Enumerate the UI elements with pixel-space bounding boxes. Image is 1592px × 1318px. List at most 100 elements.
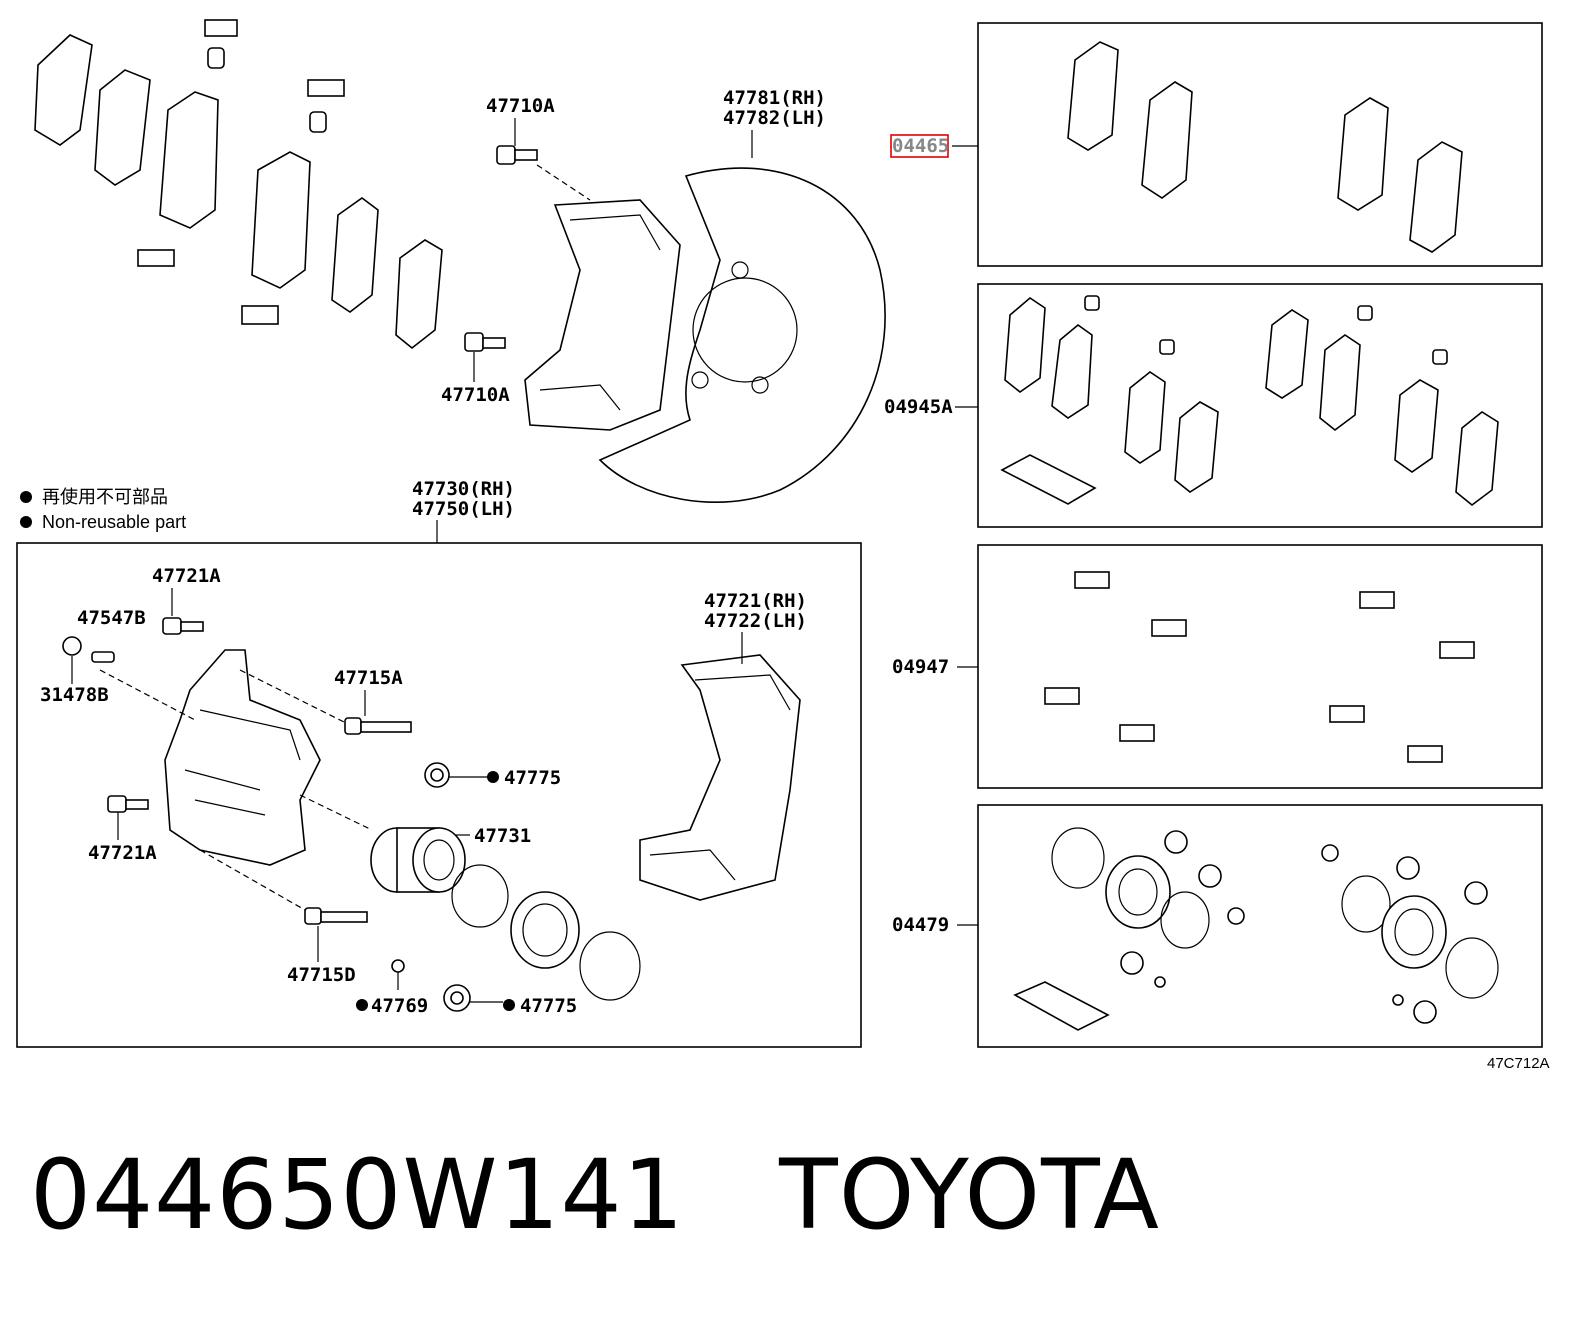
leader-pin-a [239,669,351,726]
kit-box-04465 [977,22,1543,267]
kit-04945a-shim-3 [1124,371,1166,464]
legend-text-jp: 再使用不可部品 [42,487,168,507]
highlight-04465 [890,134,949,158]
kit-04479-boot-1 [1105,855,1171,929]
figure-code: 47C712A [1487,1055,1550,1072]
kit-04479-boot-2 [1381,895,1447,969]
kit-04945a-shim-7 [1394,379,1439,473]
kit-04947-clip-7 [1329,705,1365,723]
caliper-carrier-upper [524,199,681,431]
dust-cover-bolt-hole-2 [691,371,709,389]
label-47750: 47750(LH) [412,498,515,520]
kit-04479-boot-2-inner [1394,908,1434,956]
carrier-bolt-top-leader [536,164,591,201]
kit-04479-bushing-5 [1392,994,1404,1006]
bolt-47721a-bottom-shank [125,799,149,810]
label-47721: 47721(RH) [704,590,807,612]
piston-boot-inner [522,903,568,957]
kit-box-04947 [977,544,1543,789]
label-47547b: 47547B [77,607,146,629]
kit-04947-clip-8 [1407,745,1443,763]
kit-04947-clip-5 [1359,591,1395,609]
kit-04479-bushing-2 [1120,951,1144,975]
kit-04945a-shim-1 [1004,296,1046,393]
kit-04479-bushing-1 [1164,830,1188,854]
kit-04479-bushing-3 [1154,976,1166,988]
kit-04479-ring-4 [1445,937,1499,999]
carrier-bolt-top-head [496,145,516,165]
legend-dot-en [20,516,32,528]
dust-cover-bolt-hole-3 [751,376,769,394]
pad-shim-1 [34,34,93,146]
kit-04479-bushing-4 [1464,881,1488,905]
boot-47775-a-inner [430,768,444,782]
kit-04479-seals [1013,827,1499,1031]
kit-04945a-shims [1000,295,1499,507]
legend-dot-jp [20,491,32,503]
dust-cover-group [598,130,886,504]
kit-04479-cap-2 [1321,844,1339,862]
caliper-mounting-bracket-detail [649,674,791,881]
legend-text-en: Non-reusable part [42,512,186,532]
bushing-47769 [391,959,405,973]
slide-pin-47715d-shank [320,911,368,923]
kit-04945a-bush-3 [1357,305,1373,321]
piston-47731-inner [423,839,455,881]
pad-shim-2 [94,69,151,186]
slide-pin-47715a-shank [360,721,412,733]
label-47715d: 47715D [287,964,356,986]
anti-squeal-clip-2 [207,47,225,69]
kit-04947-clip-6 [1439,641,1475,659]
brake-pad-2 [251,151,311,289]
kit-04947-clips [1044,571,1475,763]
kit-04465-pad-3 [1337,97,1389,211]
dust-cover [598,167,886,504]
kit-04947-clip-3 [1044,687,1080,705]
label-47769: 47769 [371,995,428,1017]
caption-part-number: 044650W141 [30,1139,685,1251]
kit-box-04945a [977,283,1543,528]
pad-shim-3 [331,197,379,313]
carrier-bolt-top-shank [514,149,538,161]
label-47781: 47781(RH) [723,87,826,109]
label-47730: 47730(RH) [412,478,515,500]
cap-31478b [62,636,82,656]
piston-boot-outer [510,891,580,969]
slide-pin-47715d-head [304,907,322,925]
kit-04945a-bush-1 [1084,295,1100,311]
kit-04465-pad-4 [1409,141,1463,253]
anti-squeal-clip-1 [204,19,238,37]
kit-04945a-bush-2 [1159,339,1175,355]
bolt-47721a-top-shank [180,621,204,632]
label-04479: 04479 [892,914,949,936]
kit-04945a-grease-packet [1000,454,1097,505]
boot-47775-b-inner [450,991,464,1005]
bleeder-47547b [91,651,115,663]
kit-04479-ring-1 [1051,827,1105,889]
kit-04945a-shim-4 [1174,401,1219,493]
kit-04479-bushing-6 [1413,1000,1437,1024]
kit-04947-clip-4 [1119,724,1155,742]
kit-04947-clip-1 [1074,571,1110,589]
bolt-47721a-top-head [162,617,182,635]
label-47775-b: 47775 [520,995,577,1017]
kit-04947-clip-2 [1151,619,1187,637]
kit-04479-ring-2 [1160,891,1210,949]
label-04947: 04947 [892,656,949,678]
carrier-bolt-bottom-head [464,332,484,352]
label-04465[interactable]: 04465 [892,135,949,157]
leader-bleeder [99,669,196,721]
label-47721a-top: 47721A [152,565,221,587]
kit-04479-boot-1-inner [1118,868,1158,916]
leader-pin-d [199,849,306,911]
dust-cover-bolt-hole-1 [731,261,749,279]
piston-seal [451,864,509,928]
label-47722: 47722(LH) [704,610,807,632]
kit-04945a-shim-8 [1455,411,1499,507]
anti-squeal-clip-4 [309,111,327,133]
upper-carrier-group [464,145,681,431]
kit-box-04479 [977,804,1543,1048]
kit-04945a-shim-5 [1265,309,1309,399]
loose-pads-group [34,19,443,350]
kit-04945a-shim-6 [1319,334,1361,432]
